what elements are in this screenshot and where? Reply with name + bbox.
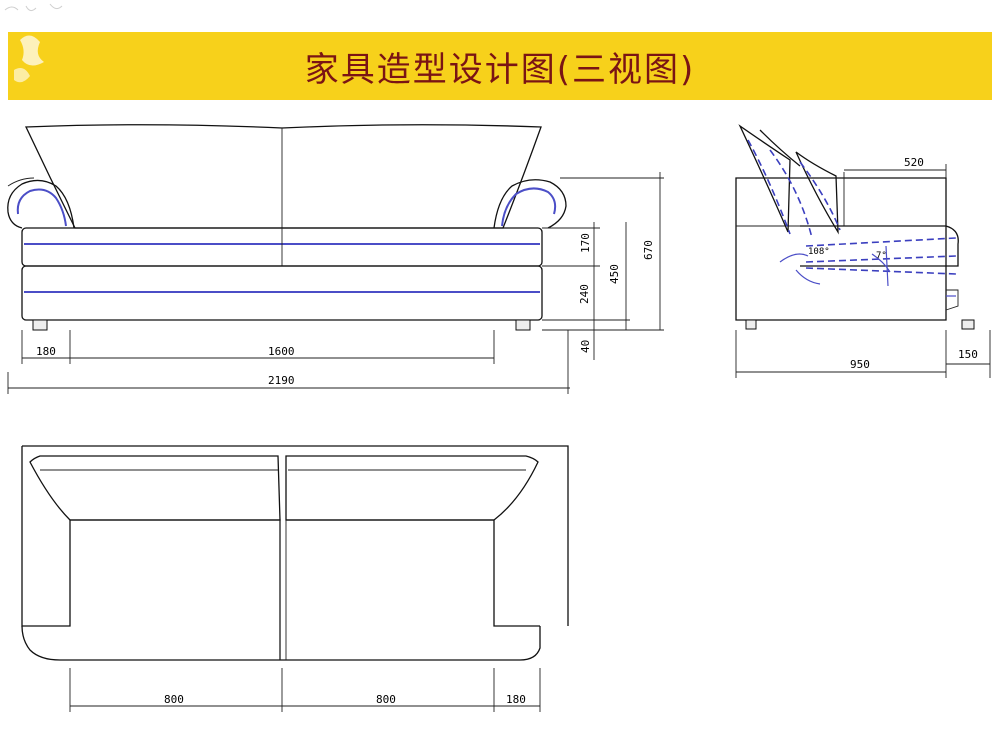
side-view: 108° 7° 520 950 150	[735, 124, 991, 378]
dim-front-offset: 150	[958, 348, 978, 361]
front-view: 180 1600 2190 170 240 450 670 40	[7, 124, 664, 394]
angle-label-a: 108°	[808, 247, 830, 257]
dim-seat-height: 450	[608, 264, 621, 284]
dim-top-arm: 180	[506, 693, 526, 706]
dim-total-height: 670	[642, 240, 655, 260]
dim-top-seat-left: 800	[164, 693, 184, 706]
dim-arm-width: 180	[36, 345, 56, 358]
title-banner: 家具造型设计图(三视图)	[8, 32, 992, 100]
page-title: 家具造型设计图(三视图)	[304, 49, 696, 90]
dim-base-height: 240	[578, 284, 591, 304]
dim-seat-width: 1600	[268, 345, 295, 358]
dim-total-width: 2190	[268, 374, 295, 387]
dim-top-seat-right: 800	[376, 693, 396, 706]
corner-decoration-icon	[4, 3, 63, 83]
dim-seat-depth: 520	[904, 156, 924, 169]
dim-total-depth: 950	[850, 358, 870, 371]
top-view: 800 800 180	[21, 445, 569, 712]
dim-cushion-height: 170	[579, 233, 592, 253]
angle-label-b: 7°	[876, 251, 887, 261]
dim-leg-height: 40	[579, 340, 592, 353]
